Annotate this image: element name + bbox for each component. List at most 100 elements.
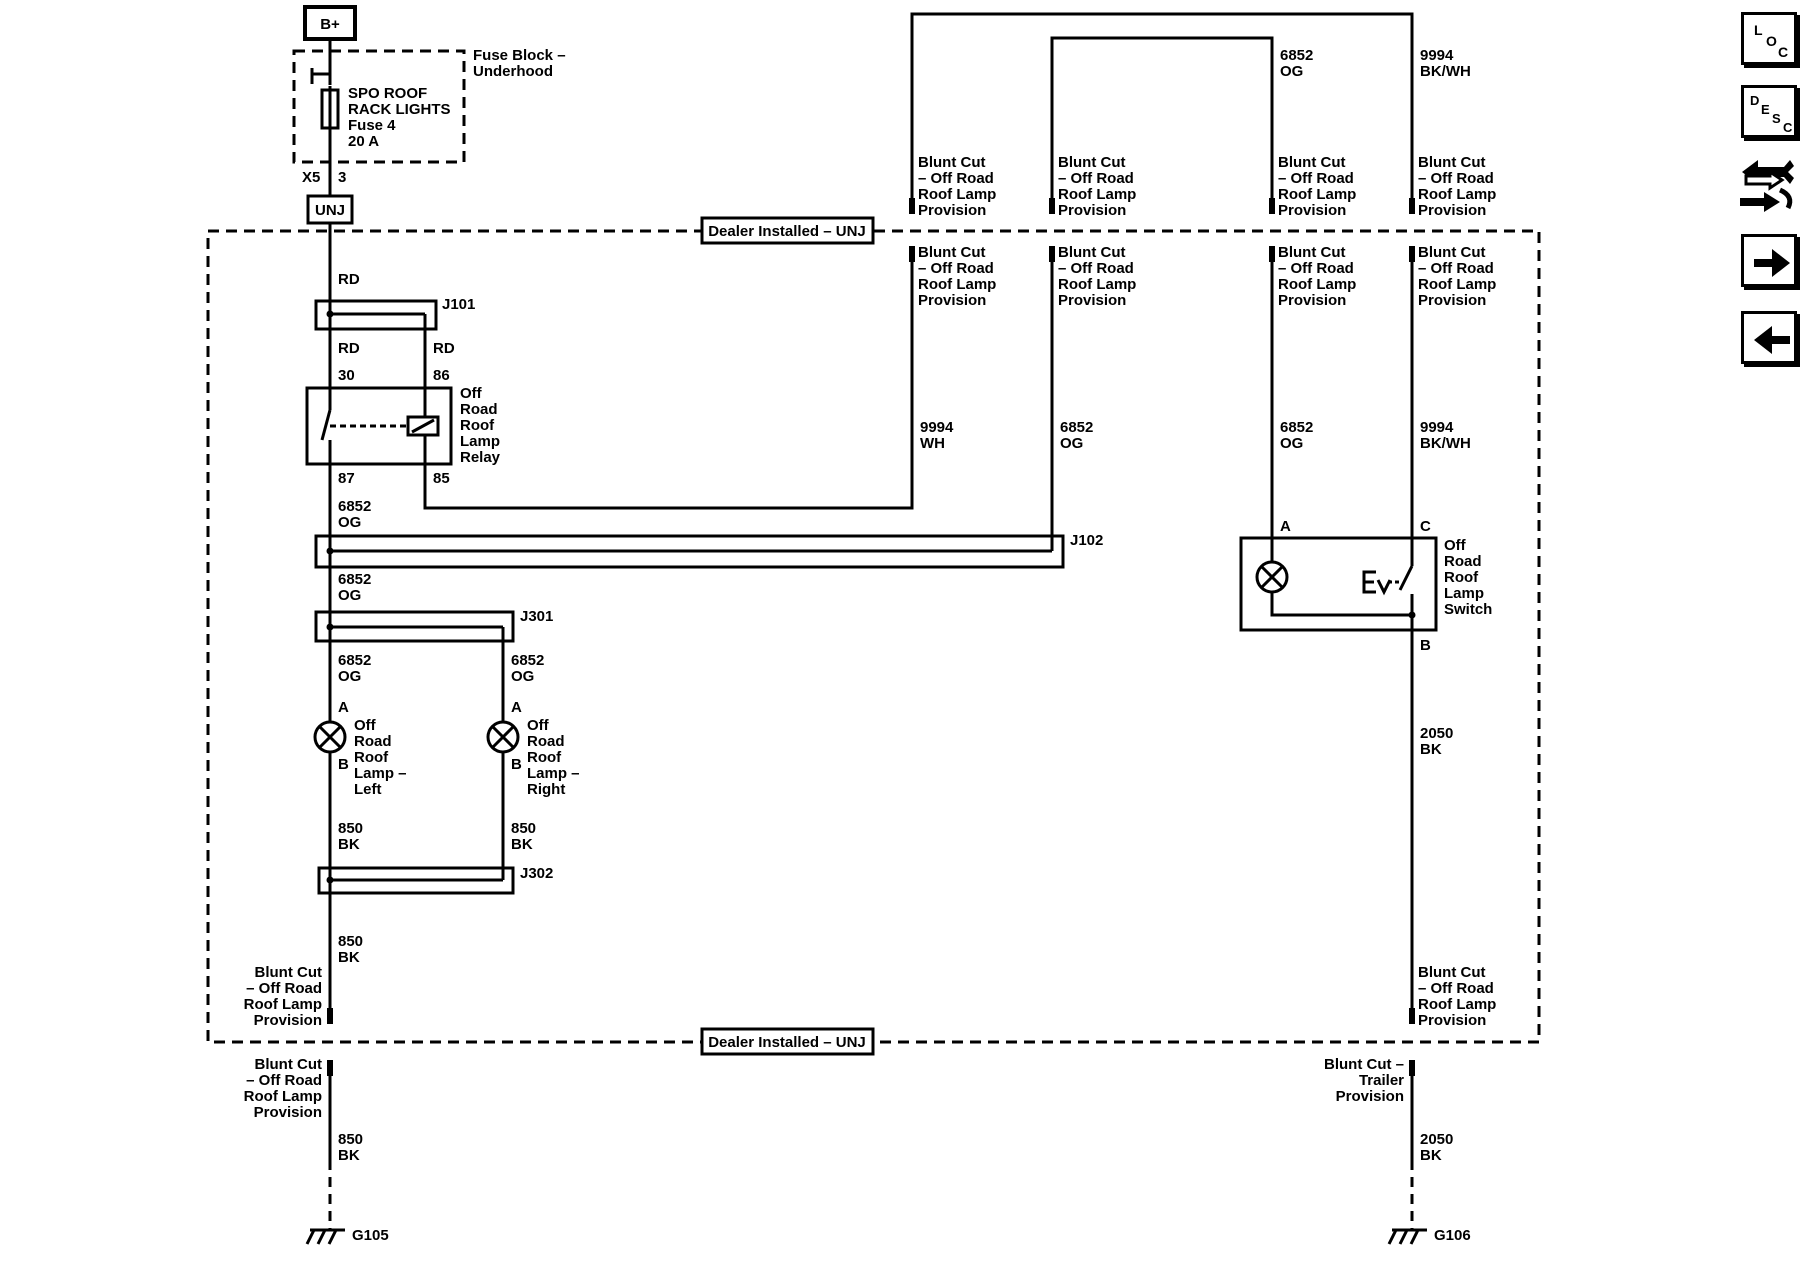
svg-text:OG: OG bbox=[1280, 435, 1303, 452]
previous-page-button[interactable] bbox=[1741, 311, 1797, 364]
fuse-block-title: Fuse Block – bbox=[473, 47, 566, 64]
off-road-roof-lamp-left: A B Off Road Roof Lamp – Left bbox=[313, 699, 407, 798]
svg-text:6852: 6852 bbox=[338, 652, 371, 669]
svg-text:Dealer Installed – UNJ: Dealer Installed – UNJ bbox=[708, 223, 866, 240]
svg-text:– Off Road: – Off Road bbox=[1058, 170, 1134, 187]
svg-text:Road: Road bbox=[1444, 553, 1482, 570]
off-road-roof-lamp-relay: 30 86 Off Road Roof Lamp Relay 87 85 bbox=[305, 367, 501, 487]
off-road-roof-lamp-right: A B Off Road Roof Lamp – Right bbox=[486, 699, 580, 798]
svg-text:G105: G105 bbox=[352, 1227, 389, 1244]
svg-text:Off: Off bbox=[1444, 537, 1467, 554]
blunt-cut-trailer-provision: Blunt Cut – Trailer Provision bbox=[1324, 1056, 1415, 1105]
svg-text:Roof: Roof bbox=[460, 417, 495, 434]
svg-text:BK: BK bbox=[338, 949, 360, 966]
wire-9994-wh-num: 9994 bbox=[920, 419, 954, 436]
svg-text:Blunt Cut: Blunt Cut bbox=[1278, 154, 1345, 171]
svg-text:B: B bbox=[1420, 637, 1431, 654]
relay-pin-85: 85 bbox=[433, 470, 450, 487]
svg-text:BK: BK bbox=[1420, 741, 1442, 758]
blunt-cut-top-col2-outside: Blunt Cut – Off Road Roof Lamp Provision bbox=[1049, 154, 1136, 219]
wire-9994-wh-color: WH bbox=[920, 435, 945, 452]
svg-text:9994: 9994 bbox=[1420, 419, 1454, 436]
svg-text:Roof Lamp: Roof Lamp bbox=[1278, 186, 1356, 203]
blunt-cut-top-col4-inside: Blunt Cut – Off Road Roof Lamp Provision bbox=[1409, 244, 1496, 309]
svg-text:A: A bbox=[1280, 518, 1291, 535]
fuse-line-2: RACK LIGHTS bbox=[348, 101, 451, 118]
svg-text:Provision: Provision bbox=[1418, 292, 1486, 309]
svg-text:Provision: Provision bbox=[1418, 202, 1486, 219]
svg-text:Provision: Provision bbox=[254, 1012, 322, 1029]
off-road-roof-lamp-switch: A C Off Road Roof Lamp Switch B bbox=[1239, 518, 1492, 654]
svg-text:B: B bbox=[338, 756, 349, 773]
svg-text:B: B bbox=[511, 756, 522, 773]
svg-text:Lamp: Lamp bbox=[1444, 585, 1484, 602]
svg-text:Provision: Provision bbox=[1058, 292, 1126, 309]
svg-text:Road: Road bbox=[527, 733, 565, 750]
svg-text:6852: 6852 bbox=[1280, 47, 1313, 64]
svg-text:Roof: Roof bbox=[1444, 569, 1479, 586]
svg-text:6852: 6852 bbox=[511, 652, 544, 669]
dealer-installed-label-bottom: Dealer Installed – UNJ bbox=[700, 1027, 875, 1056]
svg-text:6852: 6852 bbox=[338, 498, 371, 515]
svg-text:BK: BK bbox=[338, 836, 360, 853]
svg-text:– Off Road: – Off Road bbox=[1278, 260, 1354, 277]
svg-text:Roof Lamp: Roof Lamp bbox=[244, 996, 322, 1013]
location-button[interactable]: L O C bbox=[1741, 12, 1797, 65]
svg-text:9994: 9994 bbox=[1420, 47, 1454, 64]
svg-text:OG: OG bbox=[338, 668, 361, 685]
splice-j101: J101 bbox=[314, 296, 475, 331]
svg-text:Provision: Provision bbox=[1278, 292, 1346, 309]
svg-text:Off: Off bbox=[460, 385, 483, 402]
svg-text:OG: OG bbox=[1280, 63, 1303, 80]
blunt-cut-top-col4-outside: Blunt Cut – Off Road Roof Lamp Provision bbox=[1409, 154, 1496, 219]
svg-text:Blunt Cut: Blunt Cut bbox=[1418, 154, 1485, 171]
svg-text:Blunt Cut: Blunt Cut bbox=[1058, 154, 1125, 171]
wire-6852-og-center-color: OG bbox=[1060, 435, 1083, 452]
svg-text:– Off Road: – Off Road bbox=[1418, 980, 1494, 997]
svg-text:Blunt Cut: Blunt Cut bbox=[1278, 244, 1345, 261]
fuse-line-4: 20 A bbox=[348, 133, 379, 150]
svg-text:BK: BK bbox=[338, 1147, 360, 1164]
svg-text:C: C bbox=[1778, 44, 1788, 60]
ground-g105: G105 bbox=[305, 1227, 389, 1245]
switch-actuator-icon bbox=[1362, 570, 1402, 596]
dealer-installed-boundary bbox=[206, 229, 1541, 1044]
svg-text:Blunt Cut –: Blunt Cut – bbox=[1324, 1056, 1404, 1073]
svg-text:Roof Lamp: Roof Lamp bbox=[1418, 186, 1496, 203]
svg-text:– Off Road: – Off Road bbox=[918, 260, 994, 277]
svg-text:Road: Road bbox=[354, 733, 392, 750]
svg-text:Left: Left bbox=[354, 781, 382, 798]
svg-text:J101: J101 bbox=[442, 296, 475, 313]
svg-text:Blunt Cut: Blunt Cut bbox=[918, 154, 985, 171]
fuse-block: Fuse Block – Underhood SPO ROOF RACK LIG… bbox=[292, 47, 566, 164]
fuse-line-1: SPO ROOF bbox=[348, 85, 427, 102]
svg-text:Trailer: Trailer bbox=[1359, 1072, 1404, 1089]
svg-text:Roof Lamp: Roof Lamp bbox=[1418, 996, 1496, 1013]
battery-power-source: B+ bbox=[303, 5, 357, 41]
svg-text:Blunt Cut: Blunt Cut bbox=[1418, 964, 1485, 981]
blunt-cut-top-col3-inside: Blunt Cut – Off Road Roof Lamp Provision bbox=[1269, 244, 1356, 309]
svg-text:Provision: Provision bbox=[254, 1104, 322, 1121]
fuse-pin-3: 3 bbox=[338, 169, 346, 186]
description-button[interactable]: D E S C bbox=[1741, 85, 1797, 138]
svg-text:Off: Off bbox=[354, 717, 377, 734]
svg-text:850: 850 bbox=[338, 1131, 363, 1148]
svg-text:Switch: Switch bbox=[1444, 601, 1492, 618]
svg-text:J102: J102 bbox=[1070, 532, 1103, 549]
blunt-cut-left-inside: Blunt Cut – Off Road Roof Lamp Provision bbox=[244, 964, 333, 1029]
svg-text:Provision: Provision bbox=[918, 202, 986, 219]
next-page-button[interactable] bbox=[1741, 234, 1797, 287]
svg-text:Provision: Provision bbox=[918, 292, 986, 309]
svg-text:Roof Lamp: Roof Lamp bbox=[918, 186, 996, 203]
b-plus-label: B+ bbox=[320, 16, 340, 33]
svg-text:Provision: Provision bbox=[1278, 202, 1346, 219]
svg-text:Lamp: Lamp bbox=[460, 433, 500, 450]
arrow-left-icon bbox=[1754, 326, 1790, 354]
blunt-cut-top-col1-inside: Blunt Cut – Off Road Roof Lamp Provision bbox=[909, 244, 996, 309]
svg-text:Off: Off bbox=[527, 717, 550, 734]
svg-text:OG: OG bbox=[338, 514, 361, 531]
svg-text:850: 850 bbox=[338, 820, 363, 837]
repair-tools-button[interactable] bbox=[1736, 150, 1798, 216]
svg-text:2050: 2050 bbox=[1420, 725, 1453, 742]
